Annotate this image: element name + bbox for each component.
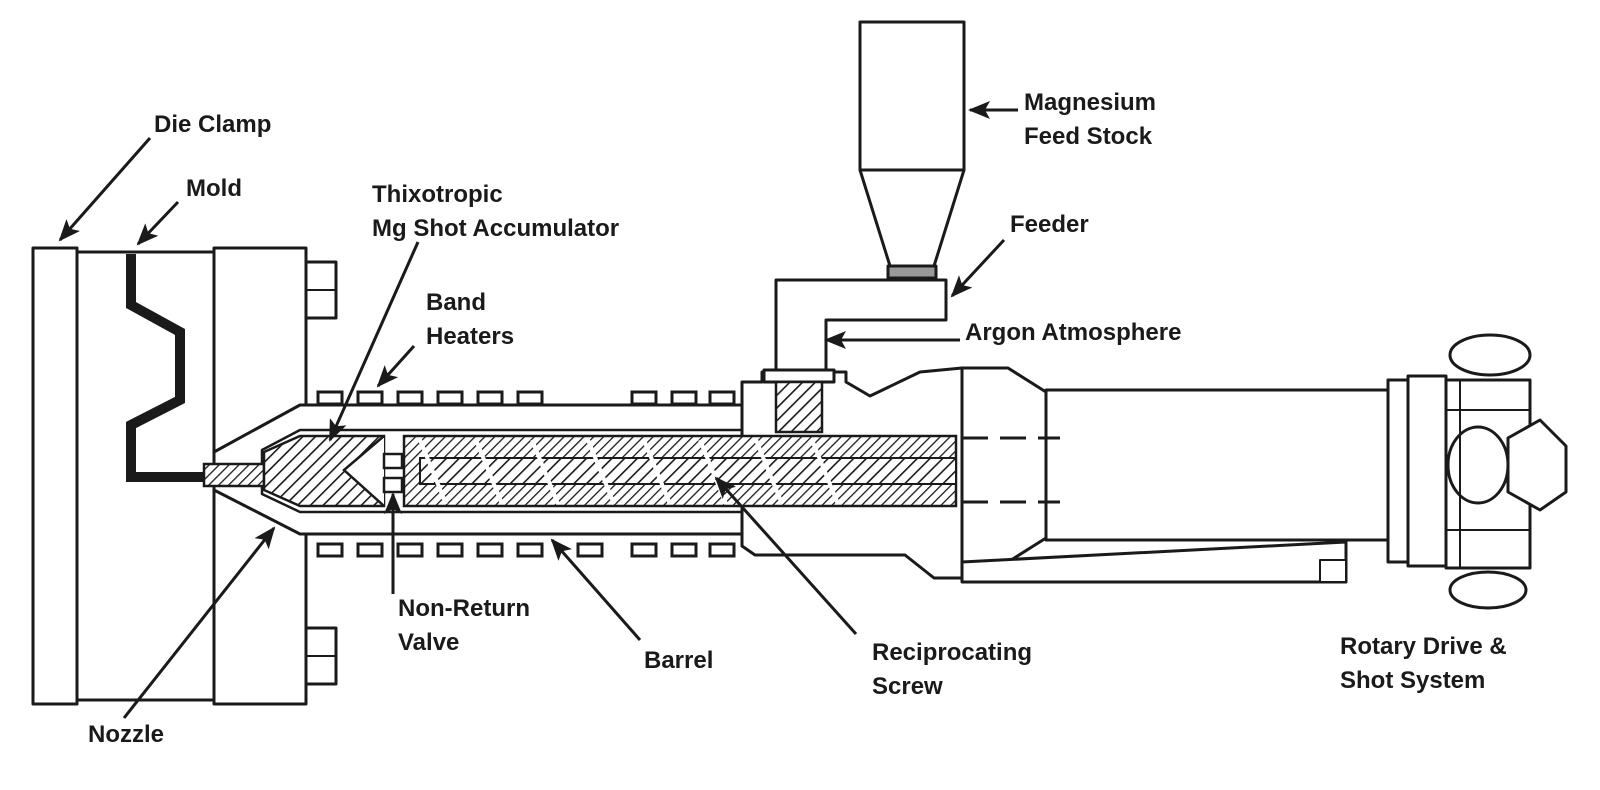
feed-throat-column: [774, 380, 824, 434]
hopper-cone: [858, 168, 966, 268]
sprue: [202, 462, 266, 488]
arrow-nozzle: [122, 526, 276, 719]
arrow-screw: [714, 476, 858, 636]
rotor-arm: [1506, 418, 1568, 512]
rotary-housing-plate: [1406, 374, 1448, 568]
label-rotary-drive-shot-system: Rotary Drive & Shot System: [1340, 633, 1507, 694]
feeder-outlet: [762, 368, 836, 384]
arrow-band-heaters: [376, 344, 416, 388]
label-feeder: Feeder: [1010, 211, 1089, 238]
label-die-clamp: Die Clamp: [154, 111, 272, 138]
rotor-lobe-bottom: [1448, 570, 1528, 610]
rotor-lobe-top: [1448, 333, 1532, 377]
arrow-mold: [136, 200, 180, 246]
hopper-bin: [858, 20, 966, 172]
mold-cavity: [126, 254, 214, 482]
drive-housing-left: [960, 366, 1048, 580]
label-mold: Mold: [186, 175, 242, 202]
drive-housing-main: [1044, 388, 1390, 542]
feeder-pad: [886, 264, 938, 280]
valve-ring-top: [382, 452, 404, 470]
band-heaters: [316, 390, 736, 558]
feeder-housing: [774, 278, 948, 374]
label-shot-accumulator: Thixotropic Mg Shot Accumulator: [372, 181, 620, 242]
drive-housing-step: [1319, 559, 1347, 583]
screw-flights: [418, 439, 840, 505]
screw-shaft: [419, 457, 957, 485]
label-magnesium-feed-stock: Magnesium Feed Stock: [1024, 89, 1157, 150]
label-nozzle: Nozzle: [88, 721, 165, 748]
valve-ring-bottom: [382, 476, 404, 494]
rotor-hub: [1446, 425, 1510, 505]
label-reciprocating-screw: Reciprocating Screw: [872, 639, 1033, 700]
arrow-feeder: [950, 238, 1006, 298]
label-non-return-valve: Non-Return Valve: [398, 595, 530, 656]
arrow-accumulator: [328, 241, 420, 442]
label-band-heaters: Band Heaters: [426, 289, 515, 350]
drive-housing-collar: [1386, 378, 1410, 564]
arrow-barrel: [550, 538, 642, 641]
label-argon-atmosphere: Argon Atmosphere: [965, 319, 1182, 346]
screw-shaft-hidden: [962, 436, 1060, 504]
label-barrel: Barrel: [644, 647, 714, 674]
die-clamp-platen: [31, 246, 79, 706]
leader-arrows: [58, 101, 1018, 719]
arrow-die-clamp: [58, 137, 152, 242]
